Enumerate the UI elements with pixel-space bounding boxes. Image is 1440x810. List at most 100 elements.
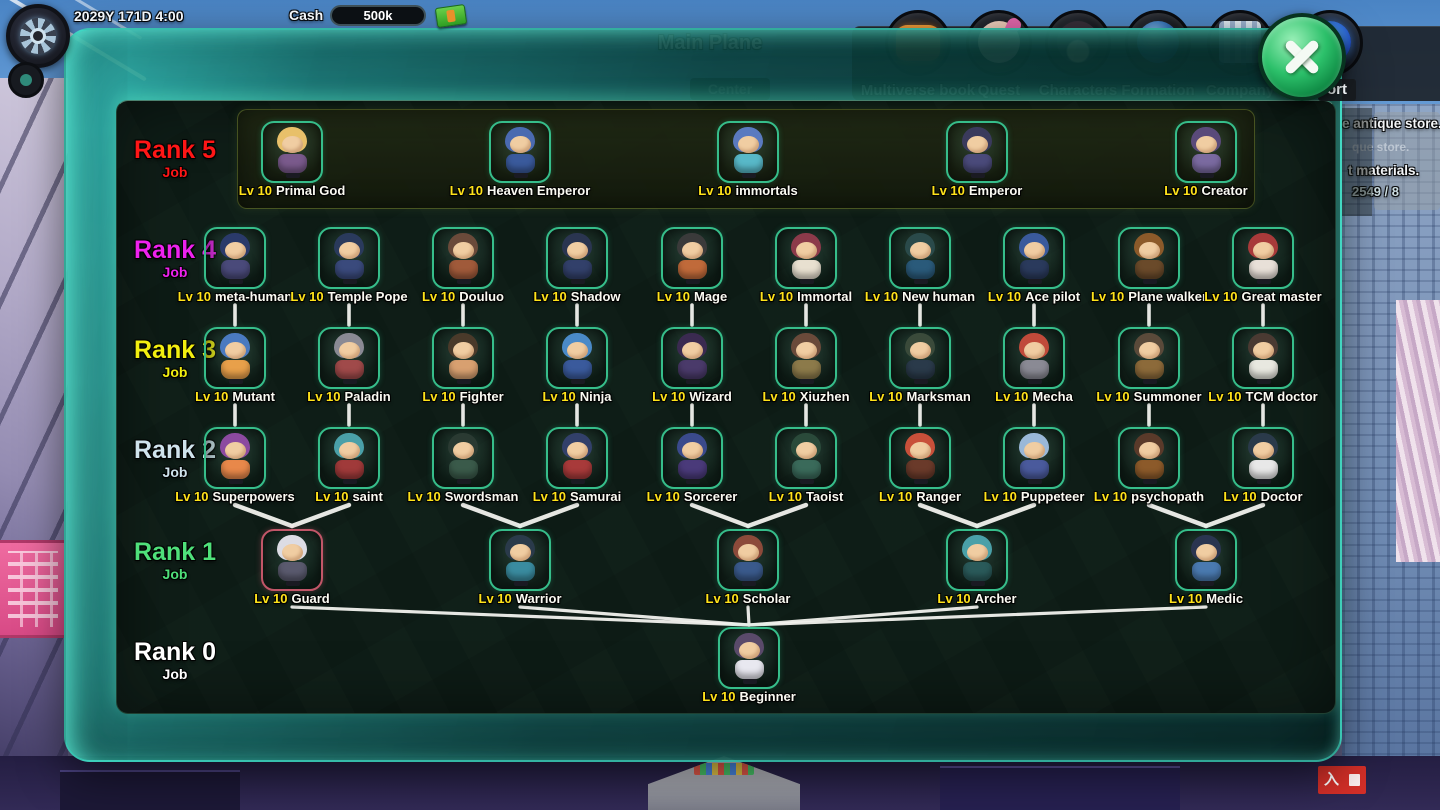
chibi-portrait: [563, 360, 592, 379]
secondary-badge[interactable]: [8, 62, 44, 98]
money-icon: [436, 6, 466, 26]
chibi-portrait: [278, 562, 307, 581]
close-button[interactable]: [1258, 13, 1346, 101]
job-portrait-frame: [889, 427, 951, 489]
chibi-portrait: [963, 154, 992, 173]
chibi-portrait: [678, 360, 707, 379]
chibi-portrait: [1135, 360, 1164, 379]
chibi-portrait: [734, 154, 763, 173]
job-portrait-frame: [661, 327, 723, 389]
chibi-portrait: [682, 342, 703, 359]
job-portrait-frame: [717, 529, 779, 591]
job-portrait-frame: [318, 227, 380, 289]
chibi-portrait: [686, 279, 700, 284]
chibi-portrait: [510, 136, 531, 153]
chibi-portrait: [1143, 379, 1157, 384]
chibi-portrait: [1200, 173, 1214, 178]
chibi-portrait: [567, 242, 588, 259]
job-portrait-frame: [946, 529, 1008, 591]
chibi-portrait: [914, 379, 928, 384]
chibi-portrait: [335, 360, 364, 379]
chibi-portrait: [967, 136, 988, 153]
chibi-portrait: [906, 360, 935, 379]
chibi-portrait: [1249, 260, 1278, 279]
store-text-fragment: 2549 / 8: [1352, 184, 1399, 199]
chibi-portrait: [1139, 242, 1160, 259]
chibi-portrait: [1143, 279, 1157, 284]
chibi-portrait: [906, 460, 935, 479]
job-portrait-frame: [204, 227, 266, 289]
job-portrait-frame: [1003, 427, 1065, 489]
cash-amount[interactable]: 500k: [330, 5, 426, 26]
job-portrait-frame: [432, 427, 494, 489]
job-portrait-frame: [489, 529, 551, 591]
chibi-portrait: [1020, 460, 1049, 479]
job-portrait-frame: [432, 327, 494, 389]
game-time: 2029Y 171D 4:00: [74, 8, 184, 24]
settings-button[interactable]: [6, 4, 70, 68]
chibi-portrait: [506, 154, 535, 173]
chibi-portrait: [221, 260, 250, 279]
chibi-portrait: [796, 442, 817, 459]
chibi-portrait: [457, 379, 471, 384]
chibi-portrait: [910, 242, 931, 259]
chibi-portrait: [225, 442, 246, 459]
job-portrait-frame: [946, 121, 1008, 183]
job-portrait-frame: [1118, 227, 1180, 289]
city-block: [940, 766, 1180, 810]
job-portrait-frame: [661, 427, 723, 489]
chibi-portrait: [1196, 136, 1217, 153]
store-text-fragment: t materials.: [1348, 163, 1420, 178]
chibi-portrait: [800, 479, 814, 484]
chibi-portrait: [1257, 479, 1271, 484]
chibi-portrait: [453, 342, 474, 359]
